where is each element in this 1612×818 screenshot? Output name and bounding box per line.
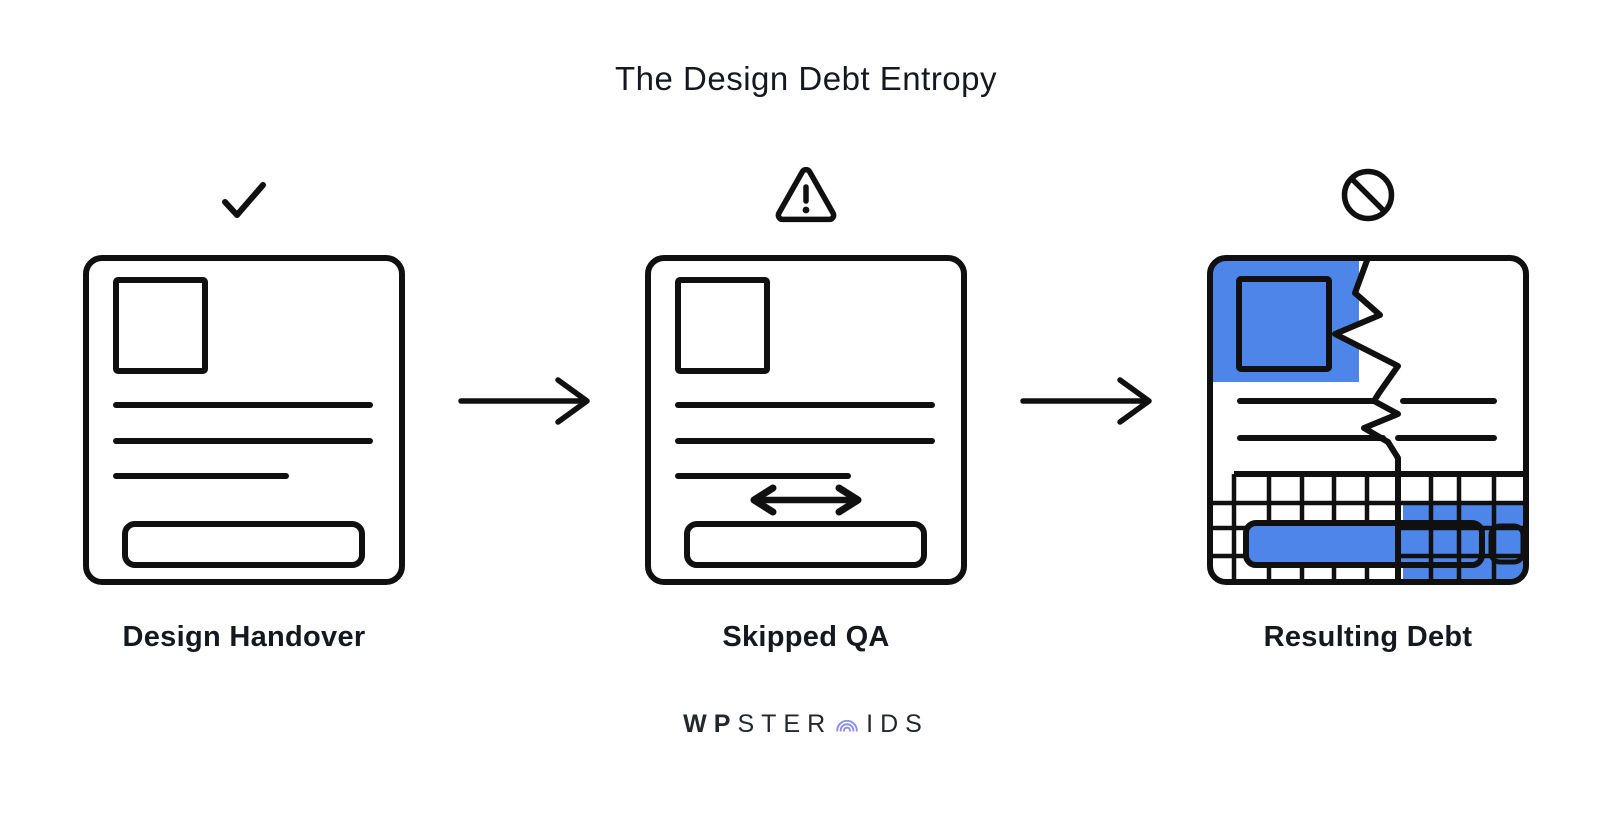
card-outline (83, 255, 405, 585)
broken-grid-right (1398, 474, 1526, 582)
warning-icon (775, 166, 837, 223)
step-resulting-debt: Resulting Debt (1207, 140, 1529, 654)
logo-suffix: IDS (866, 710, 929, 738)
logo-mid: STER (737, 710, 833, 738)
step-label: Skipped QA (722, 621, 890, 653)
button-placeholder (684, 521, 927, 568)
skipped-qa-card (645, 255, 967, 585)
image-placeholder (113, 277, 208, 374)
resize-arrow-icon (750, 484, 862, 516)
crack-white-wedge (1335, 258, 1526, 366)
step-skipped-qa: Skipped QA (645, 140, 967, 654)
step-label: Design Handover (122, 621, 366, 653)
image-placeholder (1236, 276, 1332, 372)
blocked-icon (1341, 168, 1395, 222)
image-placeholder (675, 277, 770, 374)
arcs-o-icon (836, 719, 858, 732)
arrow-right-icon (1019, 377, 1152, 425)
design-handover-card (83, 255, 405, 585)
crack-line (1332, 258, 1401, 582)
card-outline (645, 255, 967, 585)
logo-prefix: WP (683, 710, 738, 738)
page-title: The Design Debt Entropy (614, 60, 998, 97)
check-icon (222, 182, 266, 218)
card-outline (1207, 255, 1529, 585)
arrow-right-icon (457, 377, 590, 425)
flow-row: Design Handover (83, 140, 1529, 654)
step-design-handover: Design Handover (83, 140, 405, 654)
step-label: Resulting Debt (1263, 621, 1473, 653)
resulting-debt-card (1207, 255, 1529, 585)
button-placeholder (122, 521, 365, 568)
